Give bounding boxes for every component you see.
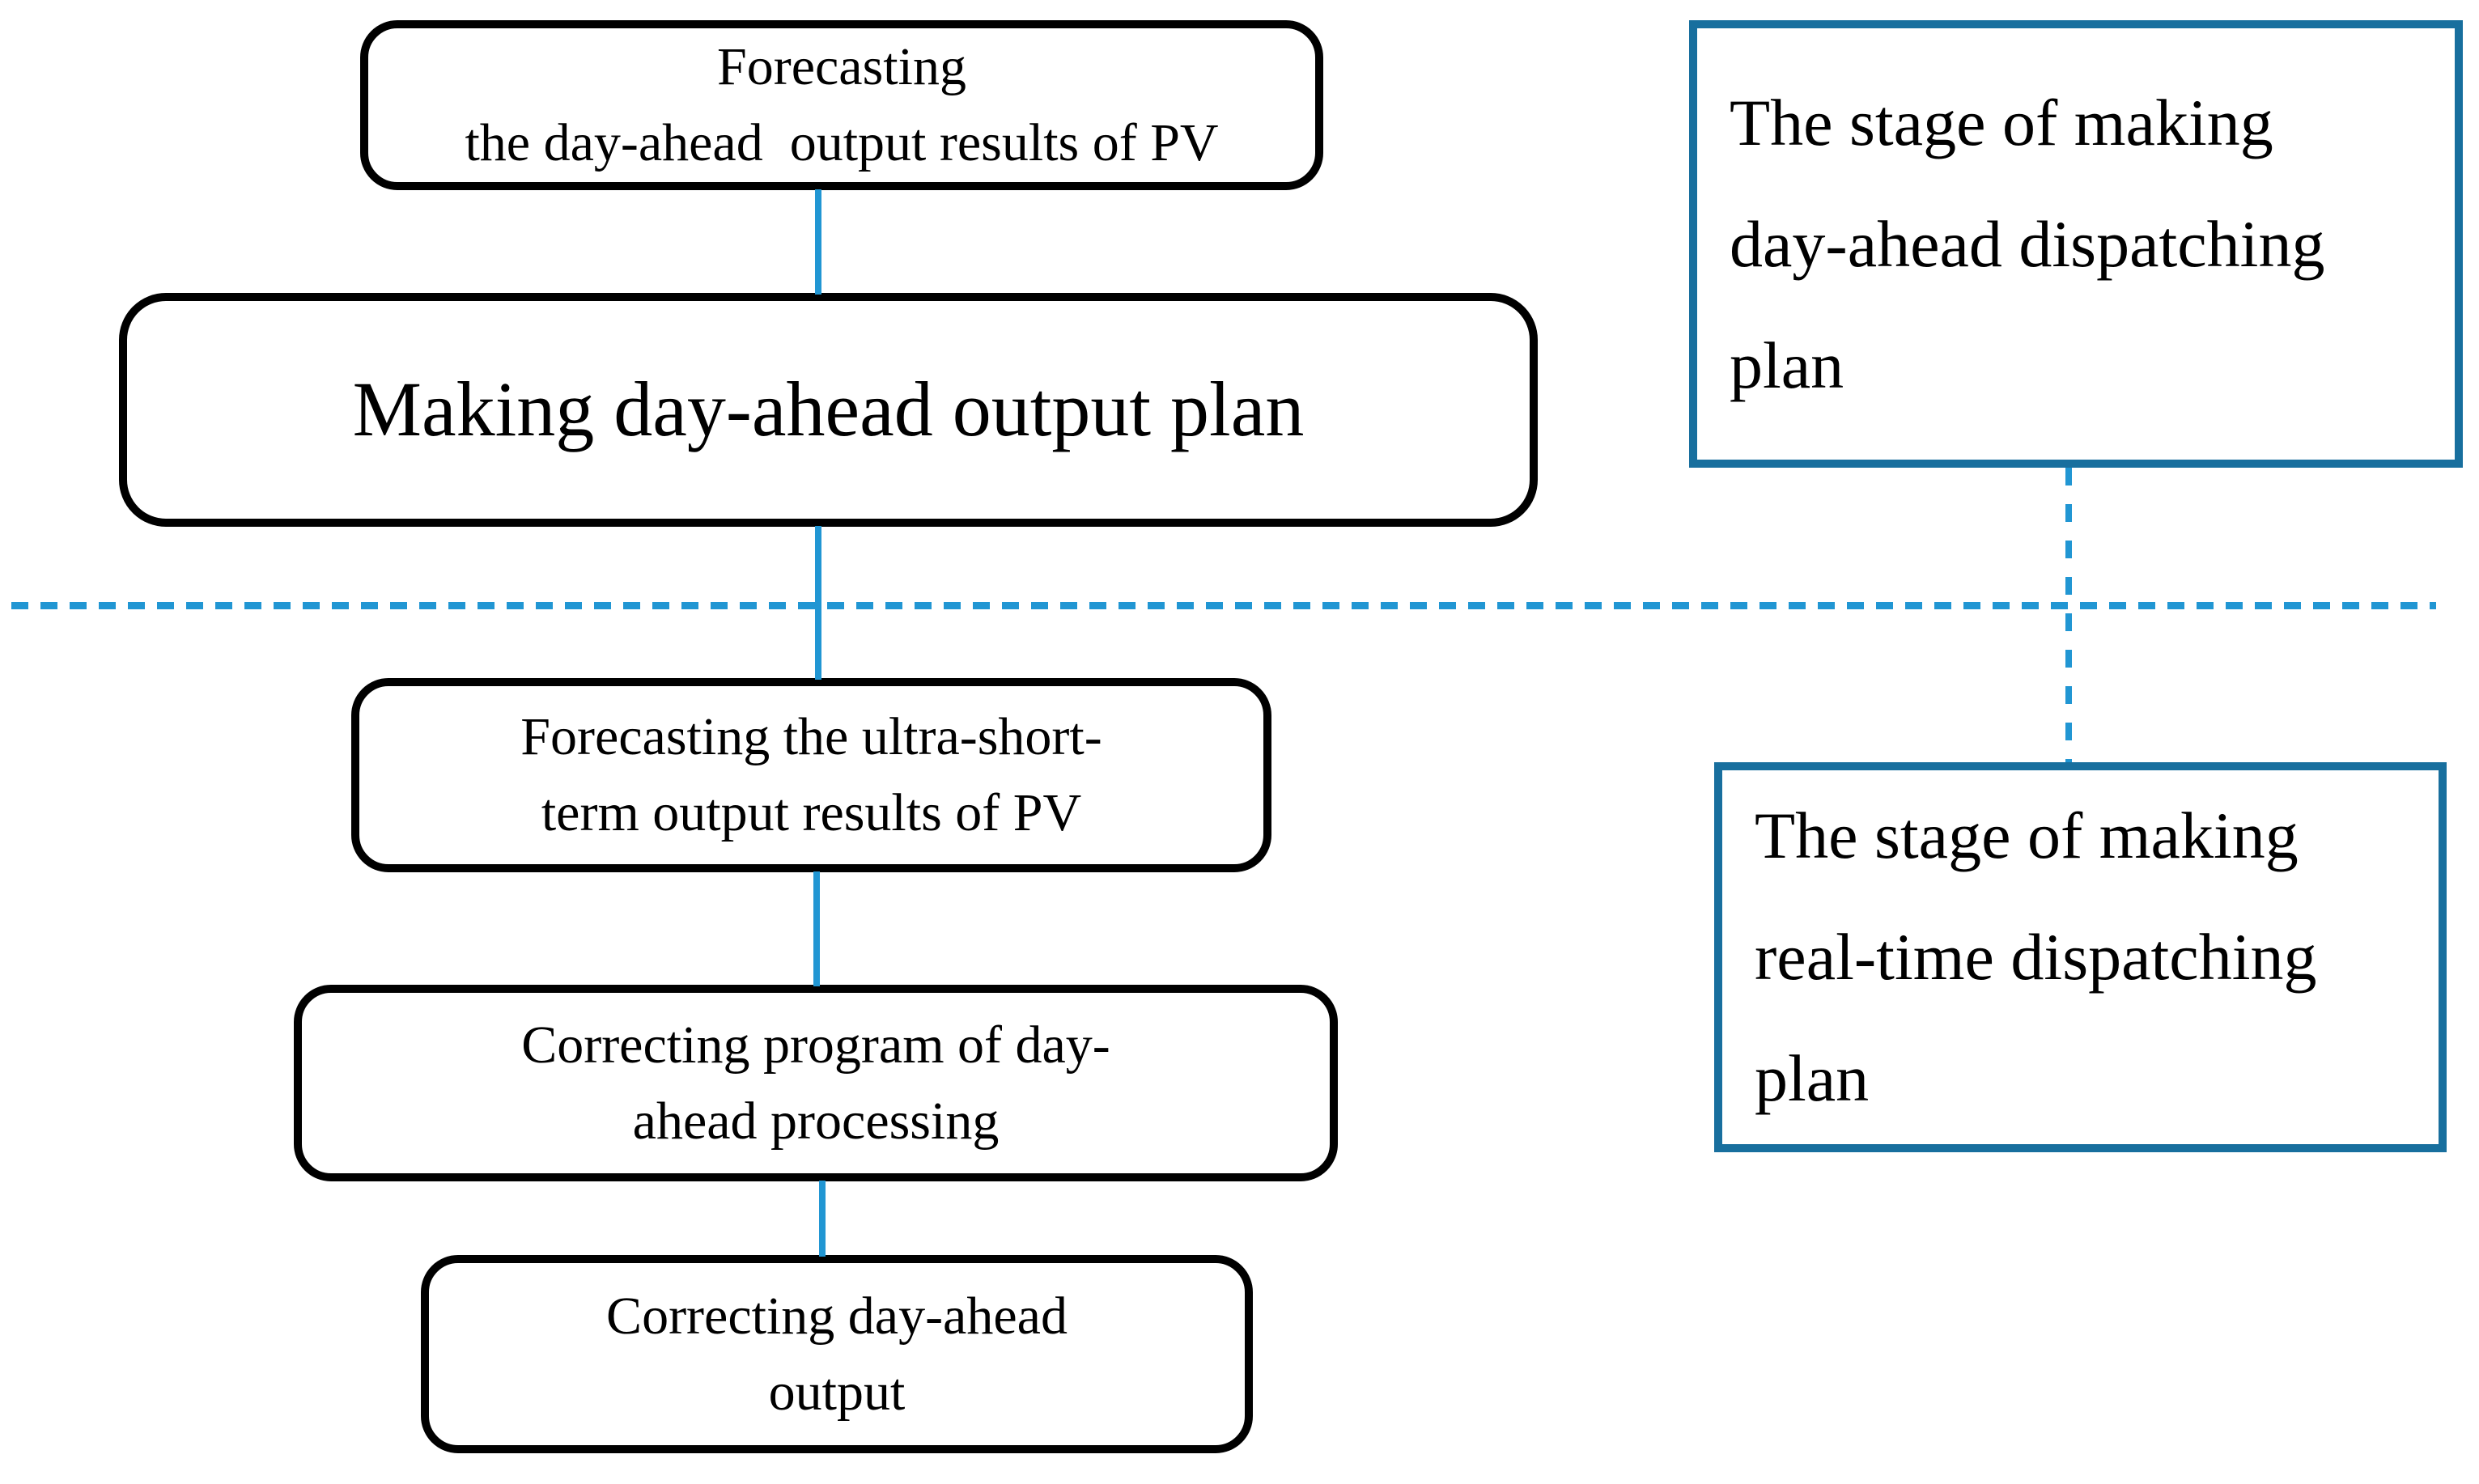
connector-forecast-to-plan <box>815 189 821 295</box>
connector-ultra-short-to-correcting-program <box>813 871 820 986</box>
flow-box-correcting-program: Correcting program of day- ahead process… <box>294 985 1338 1181</box>
flow-box-correcting-output: Correcting day-ahead output <box>421 1255 1253 1453</box>
flow-box-forecast-ultra-short-term: Forecasting the ultra-short- term output… <box>351 678 1271 872</box>
stage-divider-dashed-line <box>11 602 2436 609</box>
flow-box-making-day-ahead-plan: Making day-ahead output plan <box>119 293 1538 527</box>
stage-connector-dashed-line <box>2065 468 2072 762</box>
connector-correcting-program-to-output <box>819 1181 826 1257</box>
stage-box-day-ahead: The stage of making day-ahead dispatchin… <box>1689 20 2463 468</box>
stage-box-real-time: The stage of making real-time dispatchin… <box>1714 762 2447 1152</box>
flow-box-forecast-day-ahead: Forecasting the day-ahead output results… <box>360 20 1323 190</box>
